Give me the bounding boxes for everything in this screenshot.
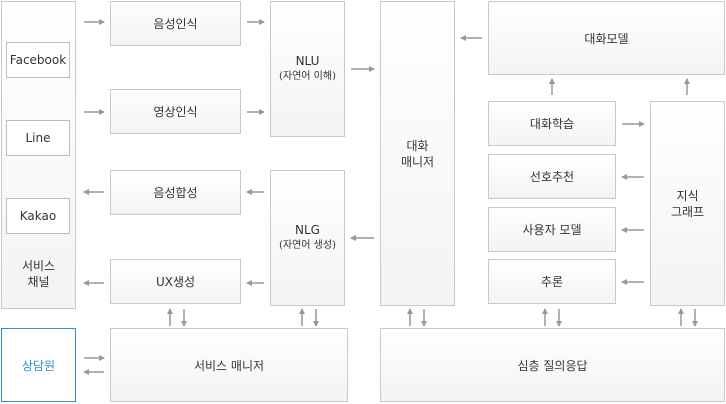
user-model-box[interactable]: 사용자 모델 [488, 207, 616, 252]
dialog-manager-line2: 매니저 [400, 154, 435, 169]
channel-line-label: Line [25, 131, 51, 145]
channel-facebook[interactable]: Facebook [6, 42, 70, 78]
speech-recognition-box[interactable]: 음성인식 [110, 1, 241, 46]
service-manager-label: 서비스 매니저 [193, 358, 265, 373]
inference-label: 추론 [540, 275, 564, 289]
dialog-manager-line1: 대화 [406, 138, 429, 153]
speech-synthesis-label: 음성합성 [153, 186, 198, 200]
channel-facebook-label: Facebook [9, 53, 67, 67]
preference-recommendation-label: 선호추천 [529, 170, 575, 184]
dialog-model-label: 대화모델 [584, 31, 629, 46]
nlu-subtitle: (자연어 이해) [279, 71, 336, 82]
agent-label: 상담원 [21, 358, 56, 373]
service-channel-label-line2: 채널 [27, 275, 50, 289]
dialog-learning-label: 대화학습 [529, 117, 575, 131]
channel-line[interactable]: Line [6, 120, 70, 156]
knowledge-graph-box[interactable]: 지식 그래프 [650, 101, 725, 306]
nlg-subtitle: (자연어 생성) [279, 240, 336, 251]
nlg-title: NLG [295, 223, 320, 237]
channel-kakao[interactable]: Kakao [6, 198, 70, 234]
deep-qa-box[interactable]: 심층 질의응답 [380, 328, 725, 402]
ux-generation-label: UX생성 [155, 275, 196, 289]
service-channel-label-line1: 서비스 [21, 259, 56, 273]
nlu-title: NLU [295, 54, 320, 68]
speech-synthesis-box[interactable]: 음성합성 [110, 170, 241, 215]
preference-recommendation-box[interactable]: 선호추천 [488, 154, 616, 199]
user-model-label: 사용자 모델 [522, 223, 582, 237]
deep-qa-label: 심층 질의응답 [517, 358, 588, 373]
knowledge-graph-line1: 지식 [676, 188, 699, 203]
nlg-box[interactable]: NLG (자연어 생성) [270, 170, 345, 306]
ux-generation-box[interactable]: UX생성 [110, 259, 241, 304]
knowledge-graph-line2: 그래프 [670, 204, 705, 219]
image-recognition-label: 영상인식 [153, 105, 198, 119]
dialog-model-box[interactable]: 대화모델 [488, 1, 725, 75]
dialog-learning-box[interactable]: 대화학습 [488, 101, 616, 146]
image-recognition-box[interactable]: 영상인식 [110, 89, 241, 134]
service-manager-box[interactable]: 서비스 매니저 [110, 328, 348, 402]
dialog-manager-box[interactable]: 대화 매니저 [380, 1, 455, 306]
channel-kakao-label: Kakao [19, 209, 57, 223]
service-channel-label: 서비스 채널 [1, 258, 76, 290]
inference-box[interactable]: 추론 [488, 259, 616, 304]
speech-recognition-label: 음성인식 [153, 17, 198, 31]
nlu-box[interactable]: NLU (자연어 이해) [270, 1, 345, 137]
agent-box[interactable]: 상담원 [1, 328, 76, 402]
